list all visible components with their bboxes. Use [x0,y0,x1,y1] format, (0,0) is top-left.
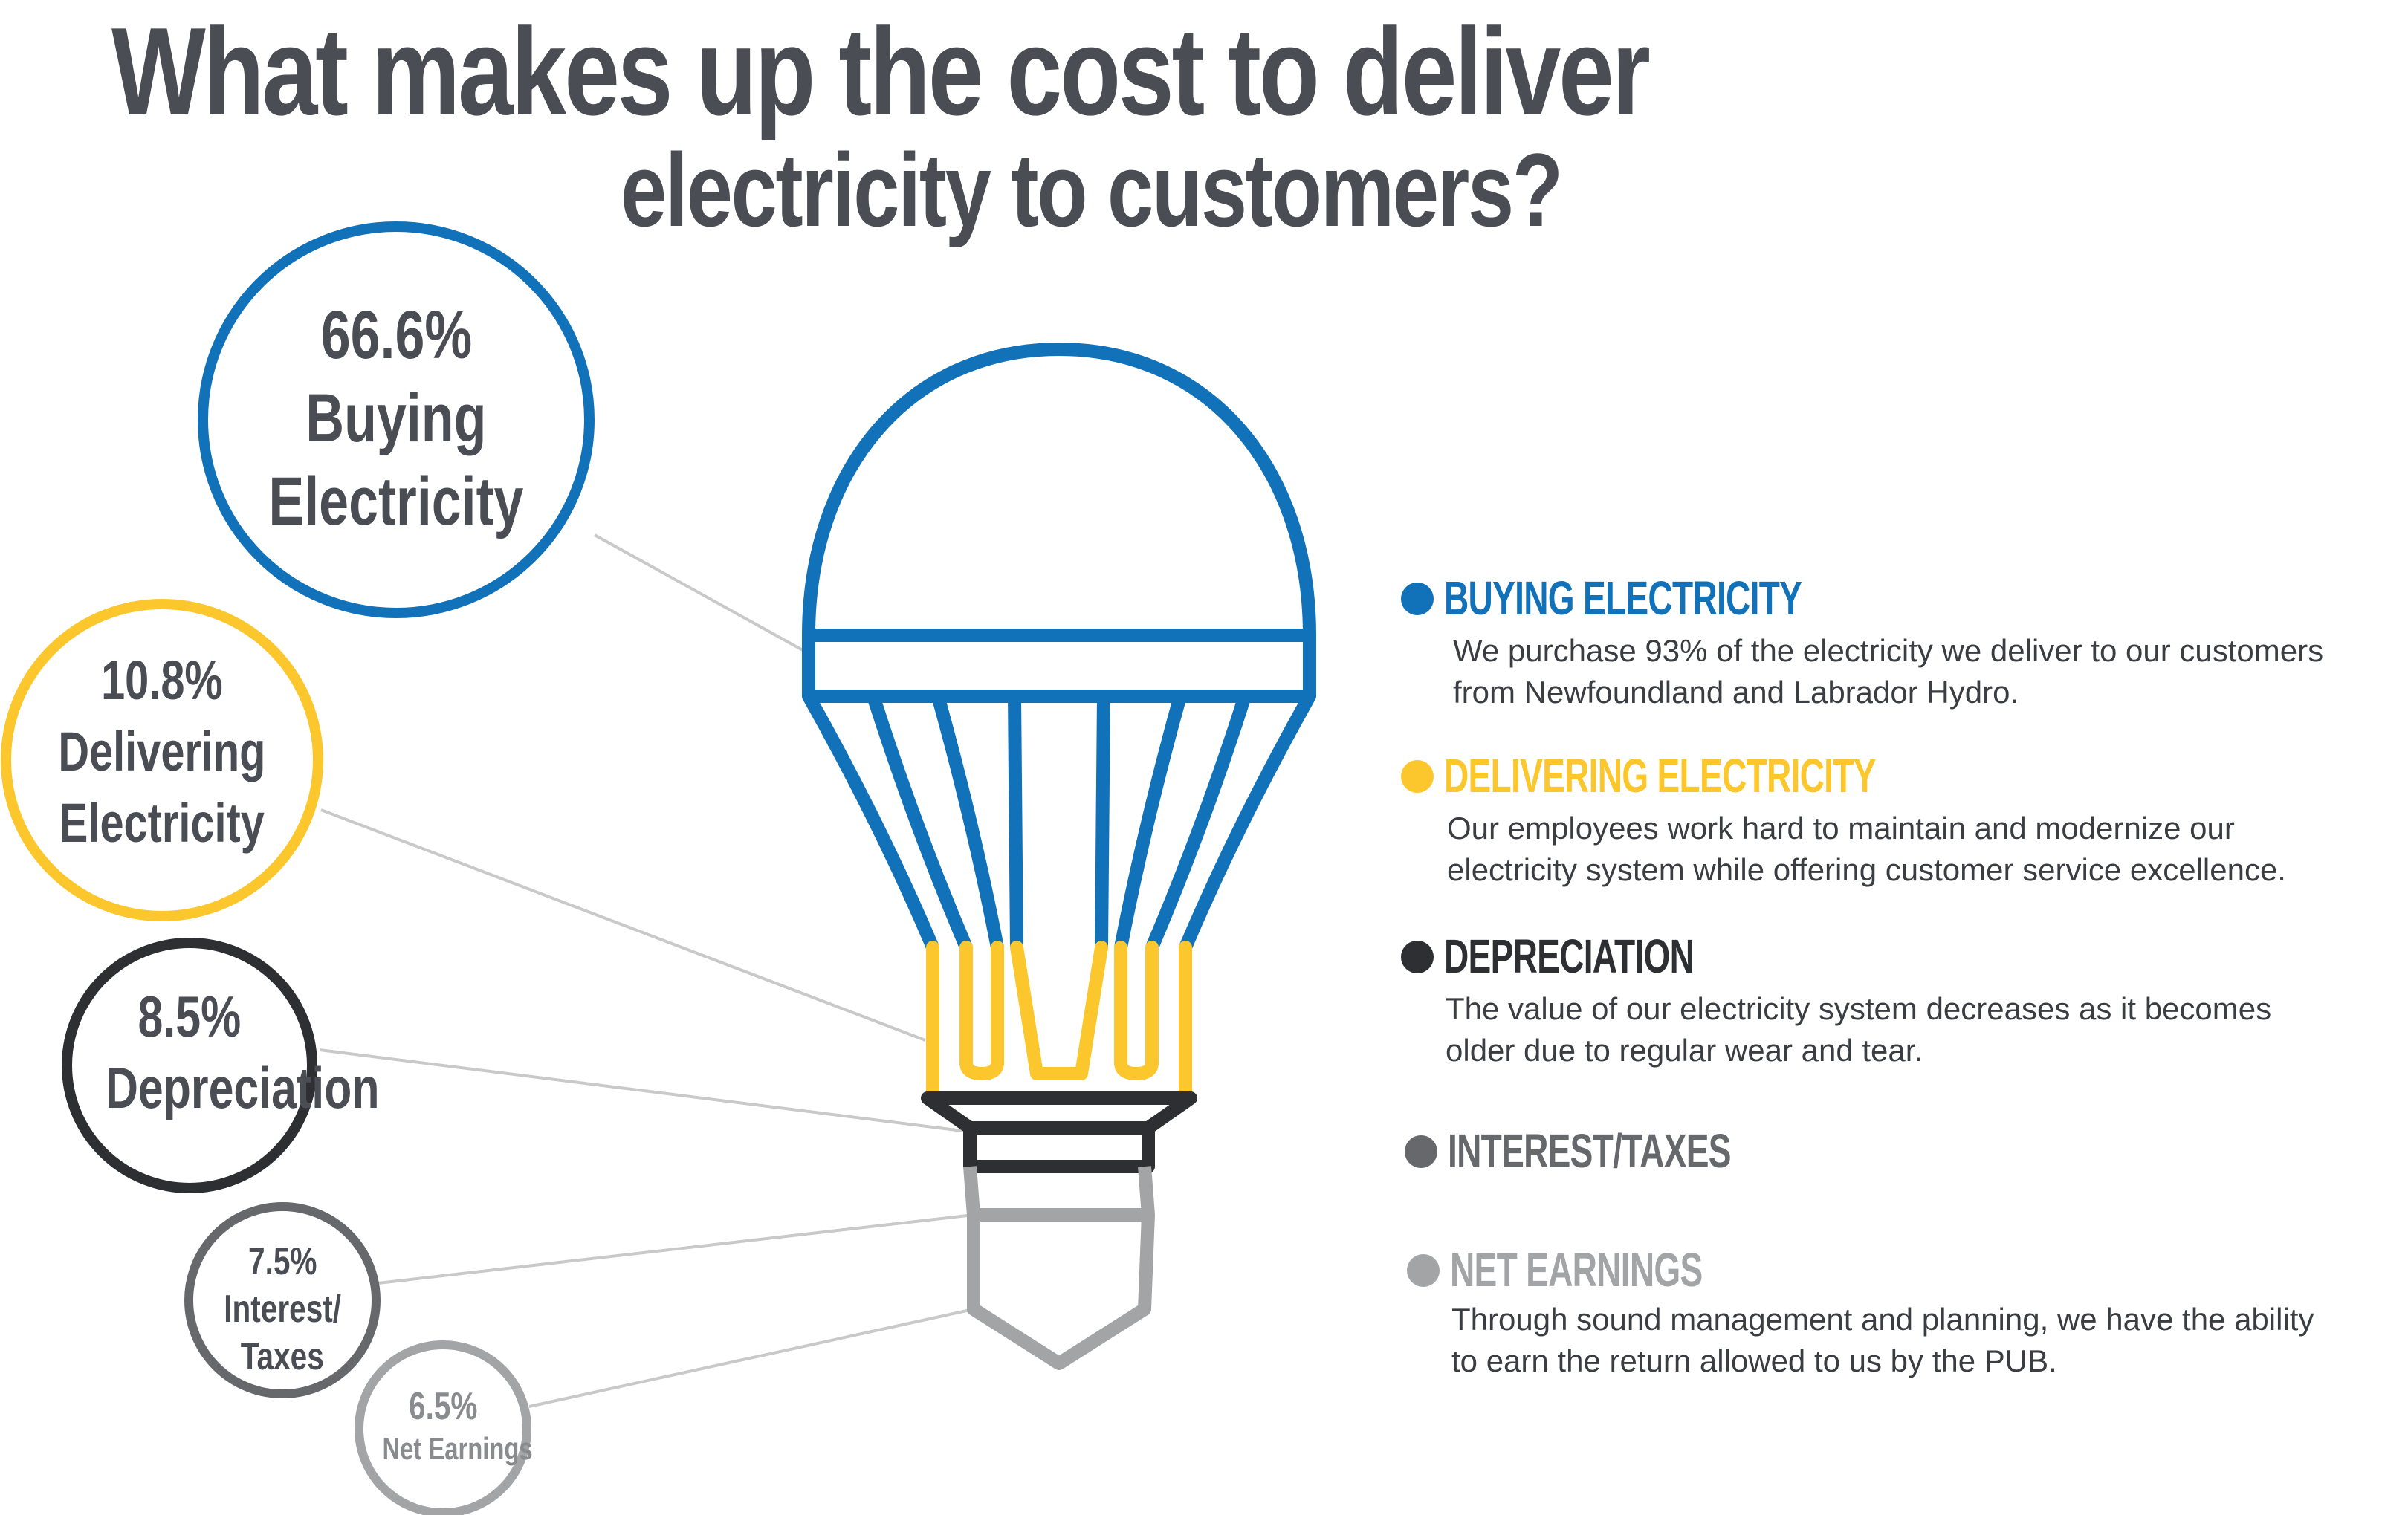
bubble-interest: 7.5% Interest/ Taxes [196,1238,369,1381]
bubble-buying-percent: 66.6% [320,297,472,373]
bubble-depreciation: 8.5% Depreciation [67,981,380,1123]
legend-desc-net-earnings-1: Through sound management and planning, w… [1451,1302,2314,1337]
bubble-buying-line2: Electricity [268,464,524,539]
bubble-interest-line1: Interest/ [224,1288,341,1331]
legend-desc-depreciation-1: The value of our electricity system decr… [1446,991,2272,1026]
connector-line-depreciation [319,1048,963,1132]
bubble-net-earnings-percent: 6.5% [408,1385,478,1428]
base-top-trapezoid [921,1091,1197,1135]
legend-desc-buying-2: from Newfoundland and Labrador Hydro. [1453,675,2019,710]
legend-title-delivering: DELIVERING ELECTRICITY [1444,749,1876,802]
filament-loop-left [959,941,1004,1080]
legend-desc-delivering-2: electricity system while offering custom… [1447,852,2286,887]
legend-title-net-earnings: NET EARNINGS [1450,1243,1703,1297]
legend-desc-delivering-1: Our employees work hard to maintain and … [1447,811,2235,846]
bubble-net-earnings-line1: Net Earnings [382,1431,533,1466]
base-mid-cap [963,1128,1155,1173]
connector-line-buying [594,533,803,652]
screw-cap [967,1214,1155,1370]
bubble-delivering-line2: Electricity [59,792,265,854]
screw-base [963,1166,1155,1222]
bubble-buying-circle [198,221,595,618]
legend-dot-gray-icon [1405,1135,1437,1168]
legend-dot-blue-icon [1401,583,1434,615]
legend-title-interest: INTEREST/TAXES [1448,1124,1732,1178]
title-line-2: electricity to customers? [621,132,1563,248]
legend-dot-light-gray-icon [1407,1254,1440,1287]
bubble-delivering: 10.8% Delivering Electricity [13,645,311,859]
connector-line-interest [371,1213,974,1285]
legend-dot-dark-icon [1401,941,1434,973]
bulb-collar [802,629,1316,703]
bubble-interest-line2: Taxes [240,1335,325,1378]
filament-loop-center [1010,941,1108,1080]
bulb-stem [803,692,939,950]
bubble-interest-circle [184,1202,381,1398]
connector-line-delivering [320,808,926,1042]
legend-dot-yellow-icon [1401,760,1434,793]
connector-line-net-earnings [528,1308,974,1408]
bubble-interest-percent: 7.5% [247,1240,317,1283]
bulb-dome [802,343,1316,636]
legend-title-buying: BUYING ELECTRICITY [1444,571,1802,625]
bubble-buying: 66.6% Buying Electricity [203,293,589,543]
legend-title-depreciation: DEPRECIATION [1444,930,1695,983]
bubble-buying-line1: Buying [305,380,487,456]
bubble-depreciation-circle [62,938,317,1193]
legend-desc-net-earnings-2: to earn the return allowed to us by the … [1451,1343,2057,1378]
title-line-1: What makes up the cost to deliver [111,1,1651,141]
filament-loop-right [1114,941,1159,1080]
bubble-depreciation-line1: Depreciation [105,1055,380,1120]
bubble-delivering-circle [1,599,323,921]
bubble-net-earnings-circle [355,1340,531,1515]
legend-desc-depreciation-2: older due to regular wear and tear. [1446,1033,1923,1068]
bubble-depreciation-percent: 8.5% [137,984,242,1049]
bubble-delivering-percent: 10.8% [101,649,223,711]
legend-desc-buying-1: We purchase 93% of the electricity we de… [1453,633,2324,668]
bubble-net-earnings: 6.5% Net Earnings [361,1383,532,1468]
bubble-delivering-line1: Delivering [58,721,266,782]
